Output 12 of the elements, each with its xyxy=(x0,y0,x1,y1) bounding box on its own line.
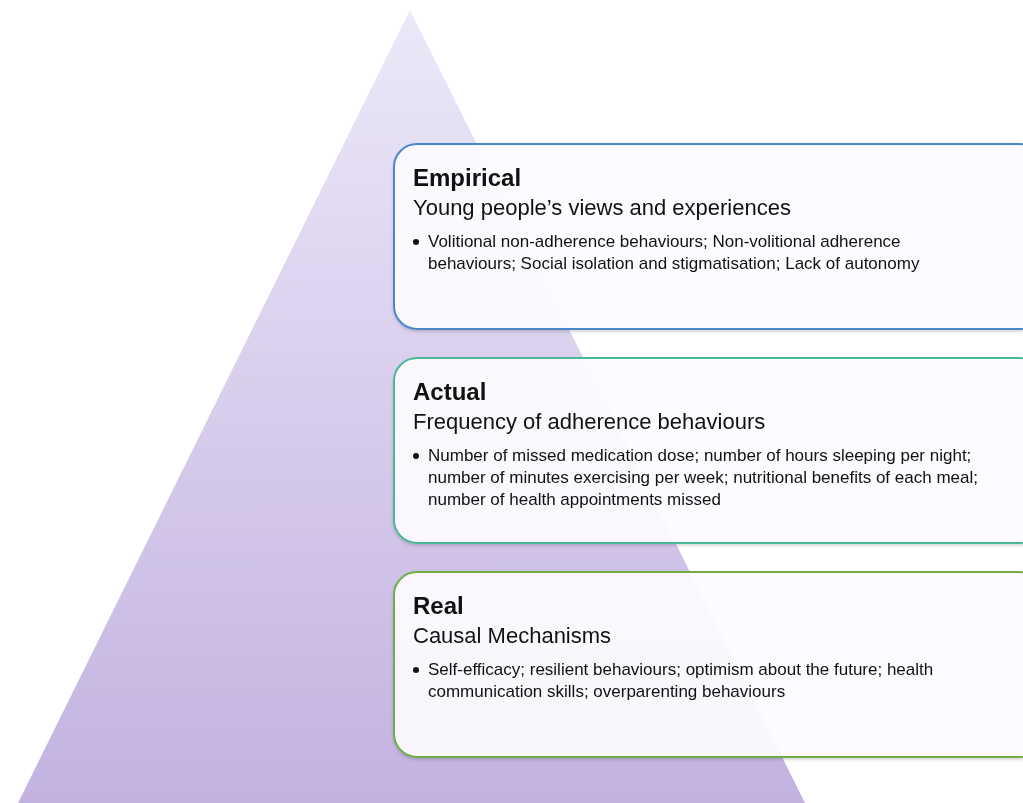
level-subtitle: Young people’s views and experiences xyxy=(413,194,792,222)
level-card xyxy=(393,571,1023,758)
level-subtitle: Causal Mechanisms xyxy=(413,622,613,650)
level-card xyxy=(393,357,1023,544)
level-heading: Empirical xyxy=(413,163,523,193)
bullet-text: Number of missed medication dose; number of hours sleeping per night; number of minutes exercising per week; nutritional benefits of each meal; number of health appointments missed xyxy=(428,444,979,511)
level-heading: Actual xyxy=(413,377,488,407)
level-subtitle: Frequency of adherence behaviours xyxy=(413,408,767,436)
bullet-text: Self-efficacy; resilient behaviours; optimism about the future; health communication skills; overparenting behaviours xyxy=(428,658,935,703)
level-heading: Real xyxy=(413,591,465,621)
level-card xyxy=(393,143,1023,330)
bullet-text: Volitional non-adherence behaviours; Non-volitional adherence behaviours; Social isolation and stigmatisation; Lack of autonomy xyxy=(428,230,921,275)
